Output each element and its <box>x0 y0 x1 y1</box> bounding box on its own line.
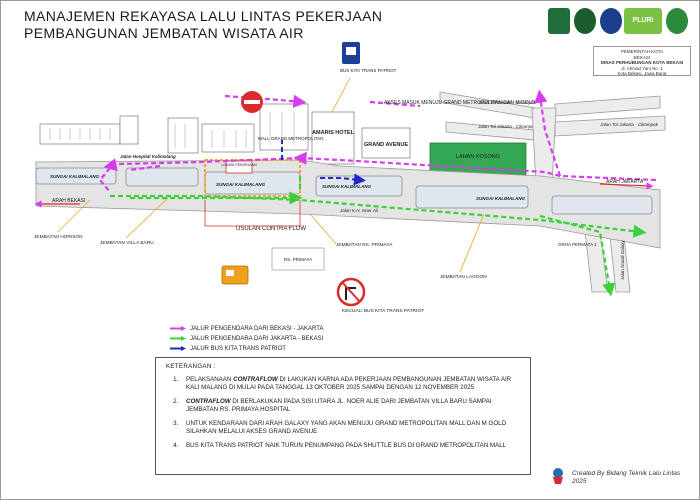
grand-avenue-label: GRAND AVENUE <box>364 142 408 148</box>
keterangan-item: CONTRAFLOW DI BERLAKUKAN PADA SISI UTARA… <box>180 398 520 414</box>
agency-logos: PLURI <box>548 6 694 40</box>
work-vehicle-window <box>226 270 234 276</box>
dishub-logo <box>574 8 596 34</box>
title-line-2: Pembangunan Jembatan Wisata Air <box>24 25 304 41</box>
side-road <box>531 107 631 293</box>
keterangan-heading: KETERANGAN : <box>166 363 216 370</box>
dinas-line-1: PEMERINTAH KOTA <box>620 49 664 54</box>
dinas-line-2: BEKASI <box>633 54 651 60</box>
jembatan-horison-label: JEMBATAN HORISON <box>34 234 83 240</box>
work-zone-tag <box>225 160 253 174</box>
no-turn-icon-arrow <box>345 287 356 300</box>
arah-jakarta-arrow <box>599 182 654 190</box>
legend-label-bekasi: JALUR PENGENDARA DARI JAKARTA - BEKASI <box>190 336 324 342</box>
legend-arrow-magenta-icon <box>170 326 186 331</box>
bus-stop-pointer <box>331 77 351 113</box>
legend-label-jakarta: JALUR PENGENDARA DARI BEKASI - JAKARTA <box>190 326 324 332</box>
rs-primaya-building-label: RS. PRIMAYA <box>284 257 312 262</box>
page-title: Manajemen Rekayasa Lalu Lintas Pekerjaan… <box>24 8 382 42</box>
pemkot-logo-text: PLURI <box>632 17 654 24</box>
legend-item-bekasi: JALUR PENGENDARA DARI JAKARTA - BEKASI <box>170 334 323 344</box>
jembatan-rs-label: JEMBATAN RS. PRIMAYA <box>336 242 393 248</box>
bus-stop-label: BUS KITA TRANS PATRIOT <box>340 68 397 73</box>
route-bus <box>281 140 366 186</box>
horison-pointer <box>57 199 91 233</box>
work-vehicle-icon <box>221 265 249 285</box>
mall-grand-label: MALL GRAND METROPOLITAN <box>258 136 324 141</box>
keterangan-item: PELAKSANAAN CONTRAFLOW DI LAKUKAN KARNA … <box>180 376 520 392</box>
sungai-label-4: SUNGAI KALIMALANG <box>476 196 525 201</box>
credit-line-2: 2025 <box>572 478 587 485</box>
keterangan-item: BUS KITA TRANS PATRIOT NAIK TURUN PENUMP… <box>180 442 520 450</box>
green-lot-label: LAHAN KOSONG <box>456 154 500 160</box>
kecuali-label: KECUALI BUS KITA TRANS PATRIOT <box>342 308 424 314</box>
keterangan-box: KETERANGAN : PELAKSANAAN CONTRAFLOW DI L… <box>155 357 531 475</box>
toll-road-label-1: Jalan Tol Jakarta - Cikampek <box>477 100 537 105</box>
amaris-label: AMARIS HOTEL <box>312 130 355 136</box>
sungai-label-3: SUNGAI KALIMALANG <box>322 184 371 189</box>
credit-text: Created By Bidang Teknik Lalu Lintas 202… <box>572 470 680 486</box>
jembatan-lagoon-label: JEMBATAN LAGOON <box>440 274 487 280</box>
dinas-line-3: DINAS PERHUBUNGAN KOTA BEKASI <box>600 60 684 65</box>
work-zone-label: LOKASI PEKERJAAN <box>221 163 257 167</box>
keterangan-item: UNTUK KENDARAAN DARI ARAH GALAXY YANG AK… <box>180 420 520 436</box>
sungai-label-2: SUNGAI KALIMALANG <box>216 182 265 187</box>
amaris-building <box>311 111 355 165</box>
dinas-logo <box>666 8 688 34</box>
toll-road-label-2: Jalan Tol Jakarta - Cikampek <box>477 124 537 129</box>
credit-logo-icon <box>553 468 563 484</box>
credit-line-1: Created By Bidang Teknik Lalu Lintas <box>572 470 681 477</box>
no-turn-icon-slash <box>341 281 361 303</box>
building-windows <box>49 112 295 148</box>
legend-arrow-green-icon <box>170 336 186 341</box>
legend-label-bus: JALUR BUS KITA TRANS PATRIOT <box>190 346 286 352</box>
noer-ali-label: Jalan K.H. Noer Ali <box>339 208 379 213</box>
grha-label: GRHA PERMATA 1 <box>558 242 597 247</box>
rs-primaya-building <box>271 247 325 271</box>
map-legend: JALUR PENGENDARA DARI BEKASI - JAKARTA J… <box>170 324 323 354</box>
galaxy-road-label: Jalan Grand Galaxy <box>620 239 625 280</box>
kota-bekasi-logo <box>548 8 570 34</box>
dinas-line-4: Jl. Ahmad Yani No. 1 <box>621 65 663 71</box>
toll-road <box>439 91 666 141</box>
legend-arrow-blue-icon <box>170 346 186 351</box>
polri-logo <box>600 8 622 34</box>
arah-jakarta-label: ARAH JAKARTA <box>606 179 644 185</box>
contraflow-label: USULAN CONTRA FLOW <box>236 226 306 232</box>
akses-label: AKSES MASUK MENUJU GRAND METROPOLITAN DA… <box>384 100 535 106</box>
grand-avenue-building <box>361 127 411 159</box>
route-jakarta-bekasi <box>110 176 647 297</box>
river-strips <box>35 167 653 215</box>
legend-item-jakarta: JALUR PENGENDARA DARI BEKASI - JAKARTA <box>170 324 323 334</box>
pemkot-logo: PLURI <box>624 8 662 34</box>
villa-pointer <box>125 197 169 239</box>
rs-pointer <box>309 213 337 245</box>
toll-road-label-3: Jalan Tol Jakarta - Cikampek <box>599 122 659 127</box>
legend-item-bus: JALUR BUS KITA TRANS PATRIOT <box>170 344 323 354</box>
no-entry-icon-bar <box>244 100 260 104</box>
sungai-label-1: SUNGAI KALIMALANG <box>50 174 99 179</box>
jembatan-villa-label: JEMBATAN VILLA BARU <box>100 240 154 246</box>
bus-stop-icon-inner <box>346 47 356 55</box>
title-line-1: Manajemen Rekayasa Lalu Lintas Pekerjaan <box>24 8 383 24</box>
keterangan-list: PELAKSANAAN CONTRAFLOW DI LAKUKAN KARNA … <box>166 376 520 450</box>
arah-bekasi-label: ARAH BEKASI <box>52 198 85 204</box>
dinas-box: PEMERINTAH KOTA BEKASI DINAS PERHUBUNGAN… <box>593 46 691 76</box>
dinas-line-5: Kota Bekasi, Jawa Barat <box>617 71 667 76</box>
lagoon-pointer <box>459 213 485 273</box>
hospital-road-label: Jalan Hospital Kalimalang <box>120 154 176 159</box>
